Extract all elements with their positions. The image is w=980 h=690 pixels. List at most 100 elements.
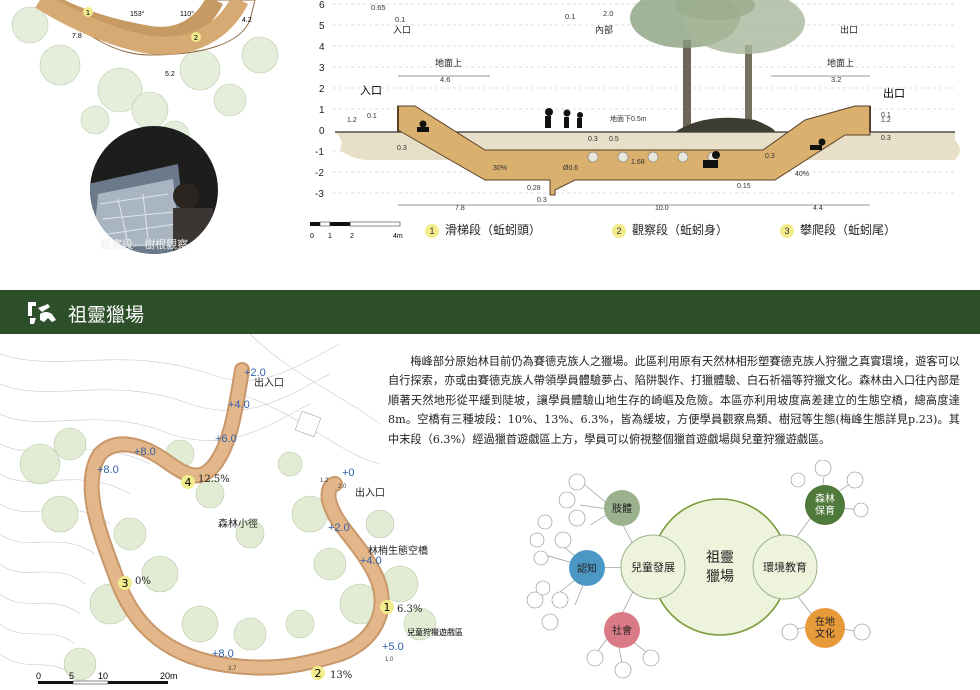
env-education-circle bbox=[752, 534, 818, 600]
child-development-label: 兒童發展 bbox=[631, 560, 675, 574]
segment-markers: 4 3 1 2 bbox=[118, 475, 394, 680]
slope-30: 30% bbox=[493, 165, 507, 172]
node-culture-label-2: 文化 bbox=[815, 627, 835, 640]
dim-01-b: 0.1 bbox=[565, 12, 575, 21]
segment-4-num: 4 bbox=[185, 476, 192, 489]
dim-168: 1.68 bbox=[631, 159, 645, 166]
label-kids-area: 兒童狩獵遊戲區 bbox=[407, 627, 463, 637]
label-ground-above-left: 地面上 bbox=[435, 57, 462, 69]
elev-5: 5 bbox=[319, 21, 325, 32]
dim-03-bottom: 0.3 bbox=[537, 197, 547, 204]
dim-03-left: 0.3 bbox=[397, 145, 407, 152]
legend-badge-3: 3 bbox=[780, 224, 794, 238]
photo-caption: 觀察段---樹根觀察 bbox=[100, 238, 189, 251]
label-exit-top: 出口 bbox=[840, 24, 858, 36]
scale-0: 0 bbox=[310, 233, 314, 240]
site-plan-scale-bar: 0 5 10 20m bbox=[36, 671, 178, 685]
banner-title: 祖靈獵場 bbox=[68, 304, 145, 326]
section-banner bbox=[0, 290, 980, 334]
label-canopy-bridge: 林梢生態空橋 bbox=[368, 544, 428, 557]
dim-10-plan: 1.0 bbox=[385, 657, 394, 663]
dim-44-base: 4.4 bbox=[813, 205, 823, 212]
photo-observation bbox=[90, 126, 218, 254]
tree-illustration bbox=[630, 0, 805, 132]
node-limb bbox=[604, 490, 640, 526]
segment-3-num: 3 bbox=[122, 577, 129, 590]
plan-marker-1 bbox=[83, 7, 93, 17]
elev-m1: -1 bbox=[315, 147, 324, 158]
concept-mindmap: 祖靈 獵場 兒童發展 環境教育 肢體 認知 社會 森林 保育 在地 文化 bbox=[526, 460, 871, 679]
plan-scale-10: 10 bbox=[98, 671, 108, 681]
node-forest-conservation bbox=[805, 485, 845, 525]
label-below-ground: 地面下0.5m bbox=[610, 114, 647, 123]
elev-4: 4 bbox=[319, 42, 325, 53]
dim-01-a: 0.1 bbox=[395, 15, 405, 24]
slope-125: 12.5% bbox=[198, 474, 230, 485]
plan-scale-0: 0 bbox=[36, 671, 41, 681]
level-plus8-b: +8.0 bbox=[97, 464, 119, 476]
dim-028: 0.28 bbox=[527, 185, 541, 192]
slope-63: 6.3% bbox=[397, 604, 422, 615]
section-scale-bar: 0 1 2 4m bbox=[310, 221, 403, 240]
level-plus6: +6.0 bbox=[215, 433, 237, 445]
plan-marker-2 bbox=[191, 32, 201, 42]
legend-badge-1: 1 bbox=[425, 224, 439, 238]
slope-40: 40% bbox=[795, 171, 809, 178]
dim-42: 4.2 bbox=[242, 17, 252, 24]
elev-m3: -3 bbox=[315, 189, 324, 200]
scale-4m: 4m bbox=[393, 233, 403, 240]
elev-2: 2 bbox=[319, 84, 325, 95]
child-development-circle bbox=[620, 534, 686, 600]
label-exit: 出口 bbox=[883, 86, 905, 100]
dim-12-left: 1.2 bbox=[347, 117, 357, 124]
node-culture-label-1: 在地 bbox=[815, 615, 835, 628]
node-social-label: 社會 bbox=[612, 624, 632, 637]
level-plus4-b: +4.0 bbox=[360, 555, 382, 567]
label-interior-top: 內部 bbox=[595, 24, 613, 36]
level-plus8-a: +8.0 bbox=[134, 446, 156, 458]
env-education-label: 環境教育 bbox=[763, 560, 807, 574]
plan-scale-20m: 20m bbox=[160, 671, 178, 681]
center-label-2: 獵場 bbox=[706, 569, 734, 585]
legend-item-1: 1 滑梯段（蚯蚓頭） bbox=[425, 221, 541, 238]
label-exit-entrance-2: 出入口 bbox=[355, 486, 385, 499]
dim-52: 5.2 bbox=[165, 71, 175, 78]
dim-78: 7.8 bbox=[72, 33, 82, 40]
label-entrance: 入口 bbox=[360, 84, 382, 97]
level-plus8-c: +8.0 bbox=[212, 648, 234, 660]
dim-pipe-diameter: Ø0.6 bbox=[563, 165, 578, 172]
level-plus2-a: +2.0 bbox=[244, 367, 266, 379]
dim-12-plan: 1.2 bbox=[320, 478, 329, 484]
dim-01-right: 0.1 bbox=[881, 112, 891, 119]
elev-m2: -2 bbox=[315, 168, 324, 179]
site-plan: 4 3 1 2 12.5% 0% 6.3% 13% 出入口 出入口 森林小徑 林… bbox=[0, 334, 463, 685]
dim-03-right-inner: 0.3 bbox=[765, 153, 775, 160]
label-ground-above-right: 地面上 bbox=[827, 57, 854, 69]
elev-0: 0 bbox=[319, 126, 325, 137]
level-plus4-a: +4.0 bbox=[228, 399, 250, 411]
segment-1-num: 1 bbox=[384, 601, 391, 614]
dim-100-base: 10.0 bbox=[655, 205, 669, 212]
dim-01-left: 0.1 bbox=[367, 113, 377, 120]
hunting-icon bbox=[28, 302, 56, 324]
segment-2-num: 2 bbox=[315, 667, 322, 680]
elev-3: 3 bbox=[319, 63, 325, 74]
center-label-1: 祖靈 bbox=[706, 550, 734, 566]
node-local-culture bbox=[805, 608, 845, 648]
legend-label-1: 滑梯段（蚯蚓頭） bbox=[445, 223, 542, 237]
label-forest-path: 森林小徑 bbox=[218, 517, 258, 530]
elev-6: 6 bbox=[319, 0, 325, 11]
elev-1: 1 bbox=[319, 105, 325, 116]
node-limb-label: 肢體 bbox=[612, 502, 632, 515]
plan-scale-5: 5 bbox=[69, 671, 74, 681]
plan-marker-1-label: 1 bbox=[86, 9, 90, 17]
level-plus5: +5.0 bbox=[382, 641, 404, 653]
node-social bbox=[604, 612, 640, 648]
dim-03-mid: 0.3 bbox=[588, 136, 598, 143]
node-cognition-label: 認知 bbox=[577, 562, 597, 575]
legend-label-2: 觀察段（蚯蚓身） bbox=[632, 223, 729, 237]
node-forest-label-2: 保育 bbox=[815, 504, 835, 517]
dim-065: 0.65 bbox=[371, 3, 386, 12]
